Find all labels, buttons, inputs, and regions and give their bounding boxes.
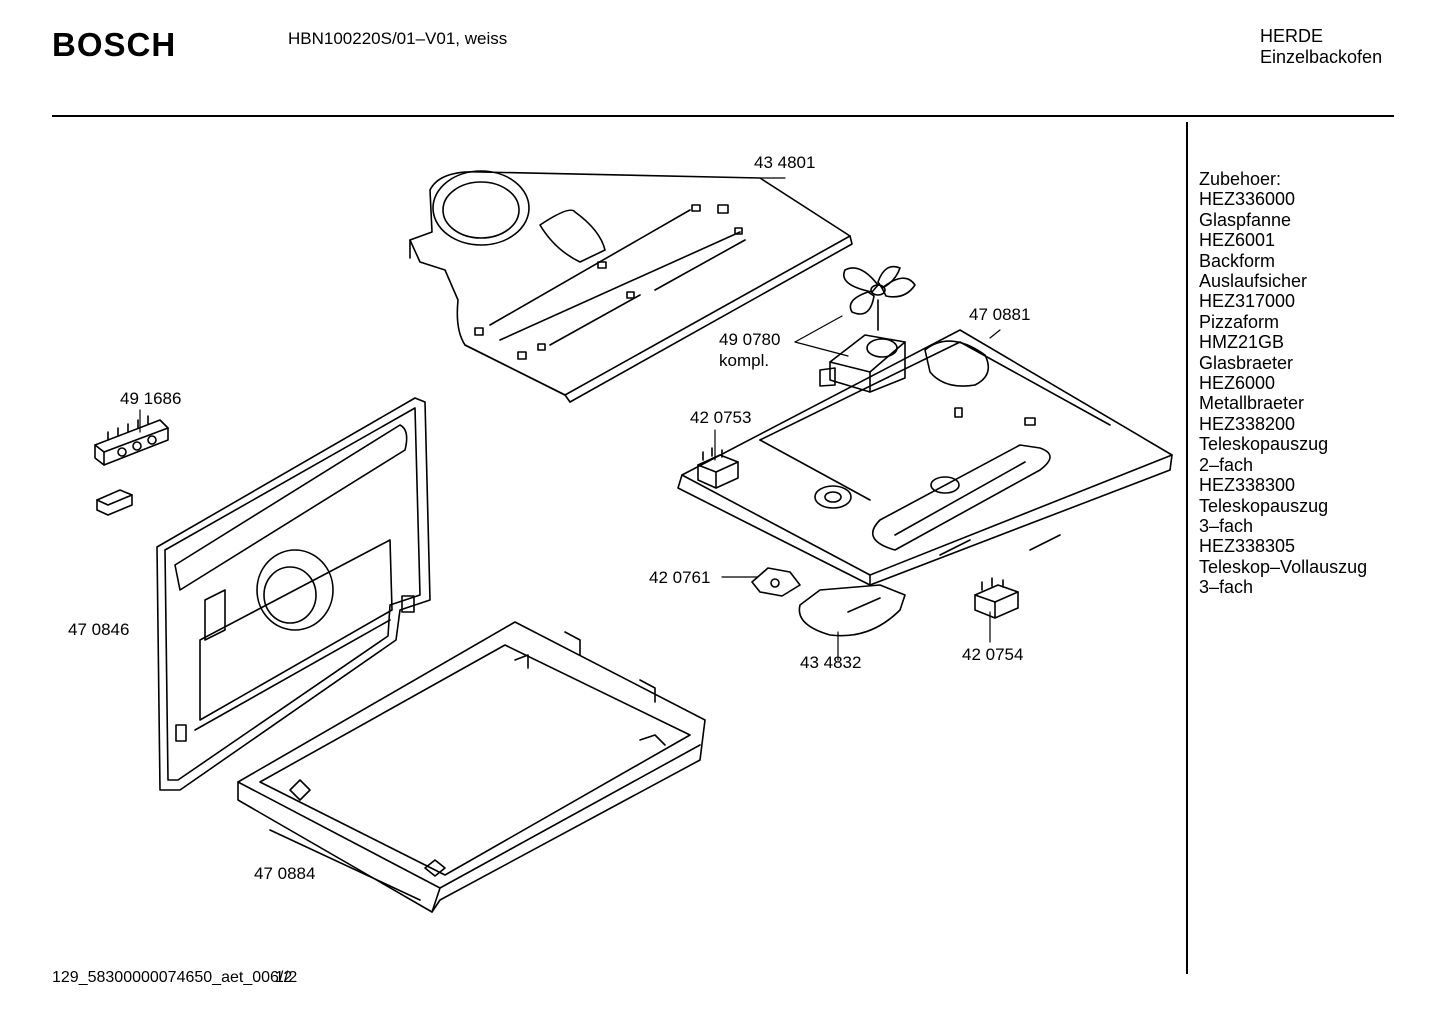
model-title: HBN100220S/01–V01, weiss <box>288 29 508 48</box>
part-label-434832: 43 4832 <box>800 653 862 672</box>
accessory-item: Glaspfanne <box>1199 209 1292 230</box>
leader-lines <box>139 177 1001 661</box>
accessory-item: HEZ338300 <box>1199 475 1296 496</box>
accessory-item: HMZ21GB <box>1199 332 1285 353</box>
accessory-item: HEZ336000 <box>1199 189 1296 210</box>
accessory-item: Pizzaform <box>1199 311 1280 332</box>
part-label-470881: 47 0881 <box>969 305 1031 324</box>
footer-page-a: 6/2 <box>270 969 293 986</box>
accessory-item: Auslaufsicher <box>1199 271 1308 292</box>
part-label-491686: 49 1686 <box>120 389 182 408</box>
accessory-item: Glasbraeter <box>1199 352 1294 373</box>
accessory-item: Backform <box>1199 250 1276 271</box>
terminal-block-part <box>94 415 169 516</box>
sidebar-rule <box>1186 122 1188 974</box>
ceiling-plate-part <box>677 329 1173 586</box>
bottom-frame-part <box>237 621 706 913</box>
accessory-list: Zubehoer: HEZ336000 Glaspfanne HEZ6001 B… <box>1199 169 1367 598</box>
part-label-470846: 47 0846 <box>68 620 130 639</box>
part-label-470884: 47 0884 <box>254 864 316 883</box>
footer-code: 129_58300000074650_aet_006/21/26/2 <box>52 969 297 987</box>
accessory-item: HEZ338305 <box>1199 536 1296 557</box>
fan-motor-part <box>819 265 916 393</box>
footer-page-b: 1/2 <box>275 969 298 986</box>
accessory-item: Teleskop–Vollauszug <box>1199 556 1368 577</box>
switch-754-part <box>974 577 1019 619</box>
accessory-item: HEZ338200 <box>1199 413 1296 434</box>
accessory-item: Teleskopauszug <box>1199 495 1329 516</box>
part-label-490780: 49 0780 <box>719 330 781 349</box>
footer-doc-code: 129_58300000074650_aet_00 <box>52 969 271 986</box>
part-label-420754: 42 0754 <box>962 645 1024 664</box>
brand-logo: BOSCH <box>52 26 177 63</box>
header-rule <box>52 115 1394 117</box>
accessory-item: HEZ6001 <box>1199 230 1276 251</box>
accessory-item: Teleskopauszug <box>1199 434 1329 455</box>
category-line-2: Einzelbackofen <box>1260 47 1383 67</box>
duct-cover-part <box>409 170 853 403</box>
accessory-item: Zubehoer: <box>1199 169 1282 189</box>
accessory-item: 3–fach <box>1199 577 1254 598</box>
switch-753-part <box>697 447 739 489</box>
part-label-420761: 42 0761 <box>649 568 711 587</box>
part-label-490780-kompl: kompl. <box>719 351 770 370</box>
rear-panel-part <box>156 397 431 791</box>
category-line-1: HERDE <box>1260 26 1324 46</box>
category-block: HERDE Einzelbackofen <box>1260 26 1382 68</box>
part-label-434801: 43 4801 <box>754 153 816 172</box>
accessory-item: HEZ317000 <box>1199 291 1296 312</box>
accessory-item: 2–fach <box>1199 454 1254 475</box>
bracket-761-part <box>751 567 801 597</box>
accessory-item: 3–fach <box>1199 515 1254 536</box>
accessory-item: Metallbraeter <box>1199 393 1305 414</box>
fan-cover-plate-part <box>798 584 906 637</box>
accessory-item: HEZ6000 <box>1199 373 1276 394</box>
part-label-420753: 42 0753 <box>690 408 752 427</box>
